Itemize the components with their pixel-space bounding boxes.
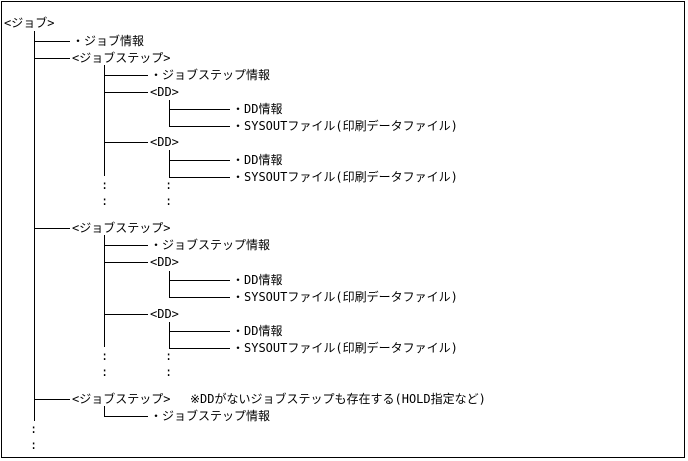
step-1-dd-continuation-dots-2: : <box>165 194 173 208</box>
step-1-dd-1-sysout: ・SYSOUTファイル(印刷データファイル) <box>232 119 458 133</box>
step-2-dd-continuation-dots: : <box>165 349 173 363</box>
step-1-dd-2-label: <DD> <box>150 135 179 149</box>
step-2-continuation-dots-2: : <box>101 365 109 379</box>
step-1-dd-continuation-dots: : <box>165 178 173 192</box>
job-continuation-dots: : <box>30 422 38 436</box>
step-1-continuation-dots: : <box>101 178 109 192</box>
job-step-2-label: <ジョブステップ> <box>72 221 171 235</box>
step-1-dd-2-info: ・DD情報 <box>232 153 283 167</box>
step-1-dd-1-label: <DD> <box>150 85 179 99</box>
step-2-dd-1-info: ・DD情報 <box>232 273 283 287</box>
job-info-label: ・ジョブ情報 <box>72 34 145 48</box>
step-2-dd-2-label: <DD> <box>150 307 179 321</box>
step-2-dd-2-sysout: ・SYSOUTファイル(印刷データファイル) <box>232 341 458 355</box>
step-1-continuation-dots-2: : <box>101 194 109 208</box>
job-step-3-label: <ジョブステップ> <box>72 392 171 406</box>
step-1-dd-1-info: ・DD情報 <box>232 102 283 116</box>
job-root-label: <ジョブ> <box>4 16 55 30</box>
step-2-dd-2-info: ・DD情報 <box>232 324 283 338</box>
step-3-info-label: ・ジョブステップ情報 <box>150 409 271 423</box>
step-2-dd-continuation-dots-2: : <box>165 365 173 379</box>
job-continuation-dots-2: : <box>30 438 38 452</box>
step-2-dd-1-label: <DD> <box>150 255 179 269</box>
step-2-dd-1-sysout: ・SYSOUTファイル(印刷データファイル) <box>232 290 458 304</box>
job-step-1-label: <ジョブステップ> <box>72 51 171 65</box>
step-2-info-label: ・ジョブステップ情報 <box>150 238 271 252</box>
step-without-dd-note: ※DDがないジョブステップも存在する(HOLD指定など) <box>190 392 486 406</box>
step-1-info-label: ・ジョブステップ情報 <box>150 68 271 82</box>
step-1-dd-2-sysout: ・SYSOUTファイル(印刷データファイル) <box>232 170 458 184</box>
step-2-continuation-dots: : <box>101 349 109 363</box>
